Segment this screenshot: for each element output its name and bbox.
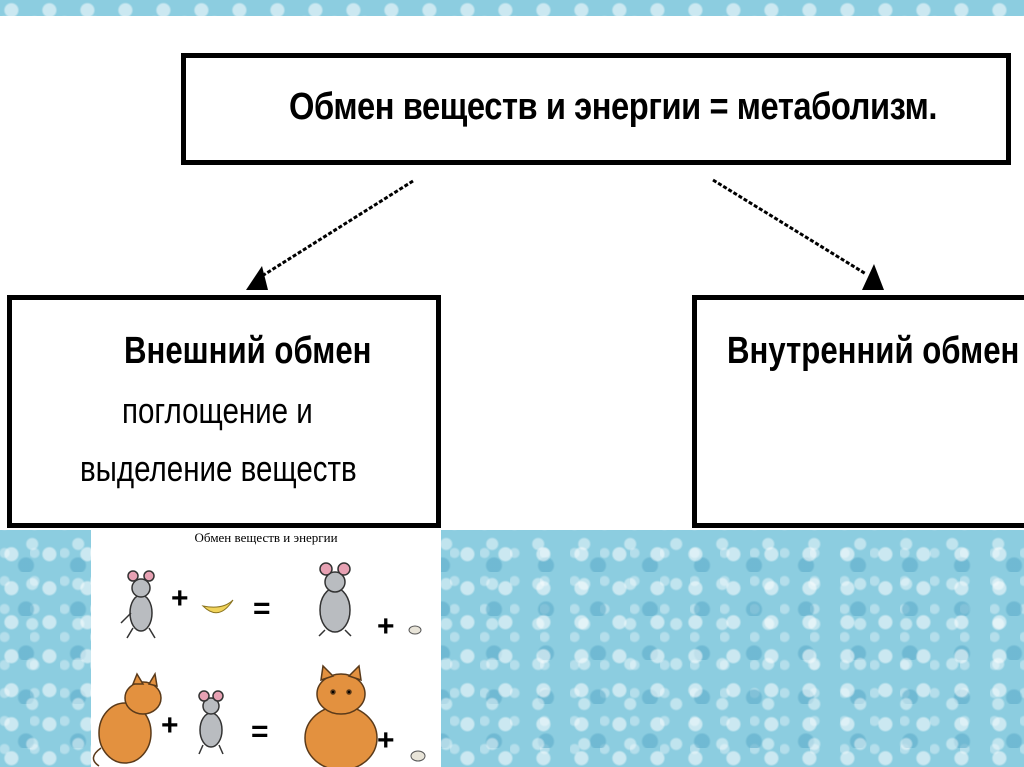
plus-sign-4: + — [377, 724, 395, 757]
metabolism-box: Обмен веществ и энергии = метаболизм. — [181, 53, 1011, 165]
mouse-icon — [120, 570, 156, 639]
external-exchange-line1: поглощение и — [122, 390, 313, 431]
plus-sign-2: + — [377, 610, 395, 643]
mouse-icon — [198, 690, 224, 755]
plus-sign-3: + — [161, 709, 179, 742]
fed-mouse-icon — [318, 562, 352, 637]
cheese-icon — [201, 599, 234, 614]
internal-exchange-heading: Внутренний обмен — [727, 330, 1020, 372]
internal-exchange-box: Внутренний обмен — [692, 295, 1024, 528]
metabolism-illustration: Обмен веществ и энергии + = + — [91, 528, 441, 767]
equals-sign-2: = — [251, 715, 269, 748]
plus-sign-1: + — [171, 582, 189, 615]
cat-icon — [92, 671, 162, 767]
external-exchange-box: Внешний обмен поглощение и выделение вещ… — [7, 295, 441, 528]
illustration-title: Обмен веществ и энергии — [194, 530, 338, 545]
dropping-icon — [410, 750, 426, 762]
external-exchange-line2: выделение веществ — [80, 448, 357, 489]
metabolism-title: Обмен веществ и энергии = метаболизм. — [289, 86, 938, 128]
external-exchange-heading: Внешний обмен — [124, 330, 372, 372]
fed-cat-icon — [304, 664, 378, 767]
illustration-drawing: + = + + = — [92, 562, 426, 767]
dropping-icon — [408, 625, 422, 635]
equals-sign-1: = — [253, 592, 271, 625]
